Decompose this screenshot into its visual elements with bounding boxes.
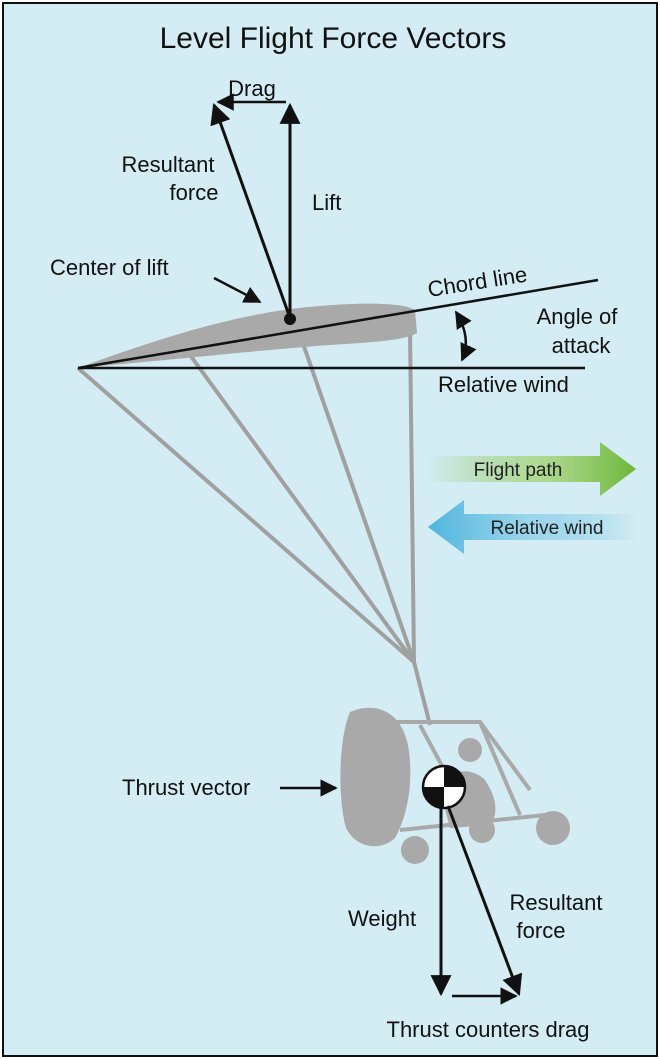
resultant-force-top-label-line1: Resultant [122,152,215,177]
resultant-force-top-label-line2: force [170,180,219,205]
lift-label: Lift [312,190,341,215]
airfoil-wing [78,303,417,368]
resultant-force-vector-top [210,103,292,319]
diagram-title: Level Flight Force Vectors [160,22,507,55]
drag-label: Drag [228,76,276,101]
weight-label: Weight [348,906,416,931]
center-of-lift-point [284,313,296,325]
suspension-lines [76,329,432,726]
resultant-force-vector-bottom [446,805,523,996]
thrust-vector-label: Thrust vector [122,775,250,800]
center-of-gravity-icon [421,764,467,810]
flight-path-arrow: Flight path [428,442,636,496]
flight-path-label: Flight path [474,460,563,481]
thrust-counters-drag-label: Thrust counters drag [387,1017,590,1042]
chord-line-label: Chord line [426,262,529,302]
resultant-force-bottom-label-line2: force [517,918,566,943]
center-of-lift-label: Center of lift [50,255,169,280]
relative-wind-arrow-label: Relative wind [491,518,604,539]
angle-of-attack-label-line1: Angle of [537,304,619,329]
angle-of-attack-label-line2: attack [552,333,612,358]
center-of-lift-pointer [213,276,262,304]
chord-line [77,278,599,370]
resultant-force-bottom-label-line1: Resultant [510,890,603,915]
angle-of-attack-arc [454,310,477,362]
relative-wind-arrow: Relative wind [428,500,638,554]
relative-wind-label: Relative wind [438,372,569,397]
